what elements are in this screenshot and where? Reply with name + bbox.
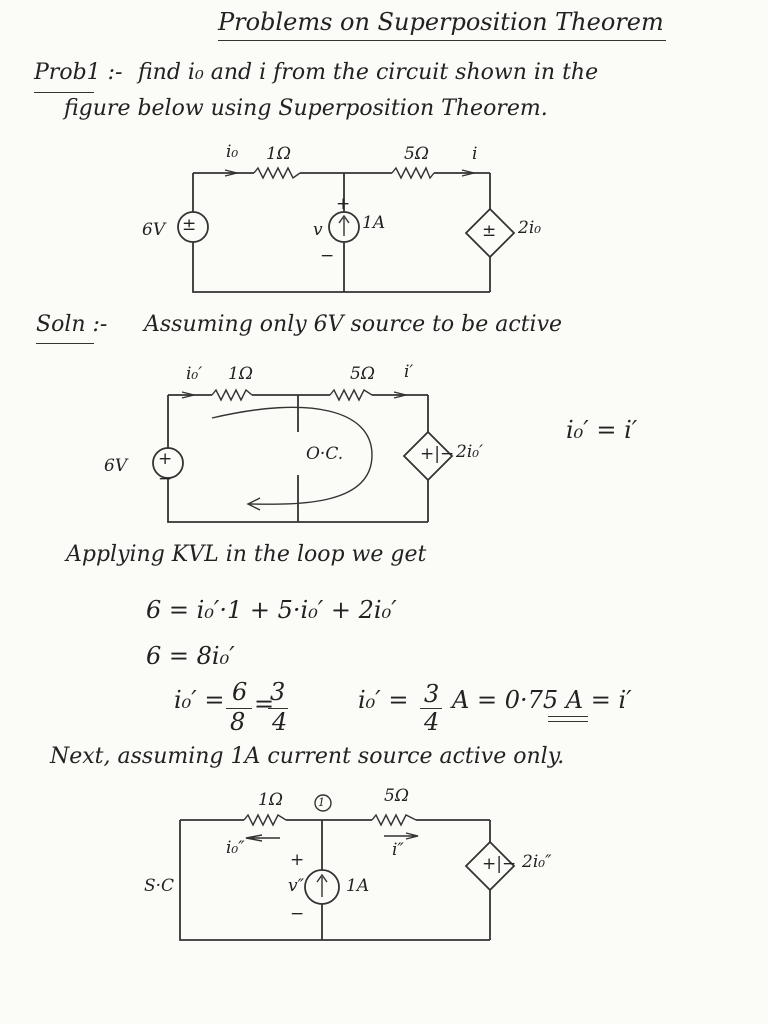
resistor-5-ohm (391, 166, 435, 180)
c2-relation: i₀′ = i′ (566, 416, 638, 444)
solution-label: Soln :- (36, 312, 108, 337)
kvl-eq-4-rhs: A = 0·75 A = i′ (452, 686, 632, 714)
kvl-eq-3-num2: 3 (270, 678, 286, 706)
c3-r2-label: 5Ω (384, 786, 409, 806)
resistor-1-ohm (253, 166, 301, 180)
c2-r1-label: 1Ω (228, 364, 253, 384)
c2-oc-label: O·C. (306, 444, 344, 464)
c1-plus: + (336, 194, 351, 214)
c3-minus: − (290, 904, 305, 924)
problem-label: Prob1 :- (34, 60, 123, 85)
c1-r2-label: 5Ω (404, 144, 429, 164)
c3-v-label: v″ (288, 876, 304, 896)
c1-v-label: v (313, 220, 323, 240)
kvl-eq-3-den: 8 (230, 708, 246, 736)
c1-r1-label: 1Ω (266, 144, 291, 164)
kvl-eq-4-lhs: i₀′ = (358, 686, 409, 714)
answer-underline-1 (548, 716, 588, 717)
c1-minus: − (320, 246, 335, 266)
c2-vsrc-sign: +− (158, 449, 173, 489)
kvl-eq-2: 6 = 8i₀′ (146, 642, 235, 670)
c3-dep-sign: +|− (482, 854, 517, 874)
page-title: Problems on Superposition Theorem (218, 8, 664, 36)
kvl-eq-3-eq: = (254, 690, 275, 718)
c3-i-label: i″ (392, 840, 404, 860)
c3-sc-label: S·C (144, 876, 175, 896)
c1-isrc-label: 1A (362, 213, 386, 233)
c1-i-label: i (472, 144, 478, 164)
problem-label-underline (34, 92, 94, 93)
c3-plus: + (290, 850, 305, 870)
kvl-eq-3-num: 6 (232, 678, 248, 706)
c3-isrc-label: 1A (346, 876, 370, 896)
c2-i-label: i′ (404, 362, 414, 382)
solution-label-underline (36, 343, 94, 344)
voltage-source-6v (177, 211, 209, 243)
dependent-source-2io-dprime (464, 840, 516, 892)
solution-text: Assuming only 6V source to be active (144, 312, 563, 337)
vsrc-sign: ± (182, 215, 197, 235)
kvl-eq-3-lhs: i₀′ = (174, 686, 225, 714)
c2-vsrc-label: 6V (104, 456, 128, 476)
answer-underline-2 (548, 721, 588, 722)
dependent-source-2io-prime (402, 430, 454, 482)
c2-io-label: i₀′ (186, 364, 203, 384)
c1-io-label: i₀ (226, 142, 239, 162)
c2-dep-sign: +|− (420, 444, 455, 464)
c3-node-label: 1 (318, 796, 325, 809)
kvl-heading: Applying KVL in the loop we get (66, 542, 427, 567)
voltage-source-6v-2 (152, 447, 184, 479)
title-underline (218, 40, 666, 41)
problem-line-1: find i₀ and i from the circuit shown in … (138, 60, 599, 85)
c3-io-label: i₀″ (226, 838, 245, 858)
next-step-text: Next, assuming 1A current source active … (50, 744, 565, 769)
frac-bar-3 (420, 708, 442, 709)
c1-dep-label: 2i₀ (518, 218, 542, 238)
kvl-eq-3-den2: 4 (272, 708, 288, 736)
kvl-loop-arrow (211, 406, 373, 505)
c3-dep-label: 2i₀″ (522, 852, 552, 872)
kvl-eq-4-den: 4 (424, 708, 440, 736)
dependent-source-2io (464, 207, 516, 259)
current-source-1a (328, 211, 360, 243)
c2-r2-label: 5Ω (350, 364, 375, 384)
dep-sign: ± (482, 221, 497, 241)
problem-line-2: figure below using Superposition Theorem… (64, 96, 548, 121)
c1-vsrc-label: 6V (142, 220, 166, 240)
kvl-eq-4-num: 3 (424, 680, 440, 708)
node-1-marker (314, 794, 332, 812)
c3-r1-label: 1Ω (258, 790, 283, 810)
c2-dep-label: 2i₀′ (456, 442, 483, 462)
frac-bar-2 (268, 708, 288, 709)
frac-bar-1 (226, 708, 252, 709)
current-source-1a-3 (304, 869, 340, 905)
kvl-eq-1: 6 = i₀′·1 + 5·i₀′ + 2i₀′ (146, 596, 397, 624)
